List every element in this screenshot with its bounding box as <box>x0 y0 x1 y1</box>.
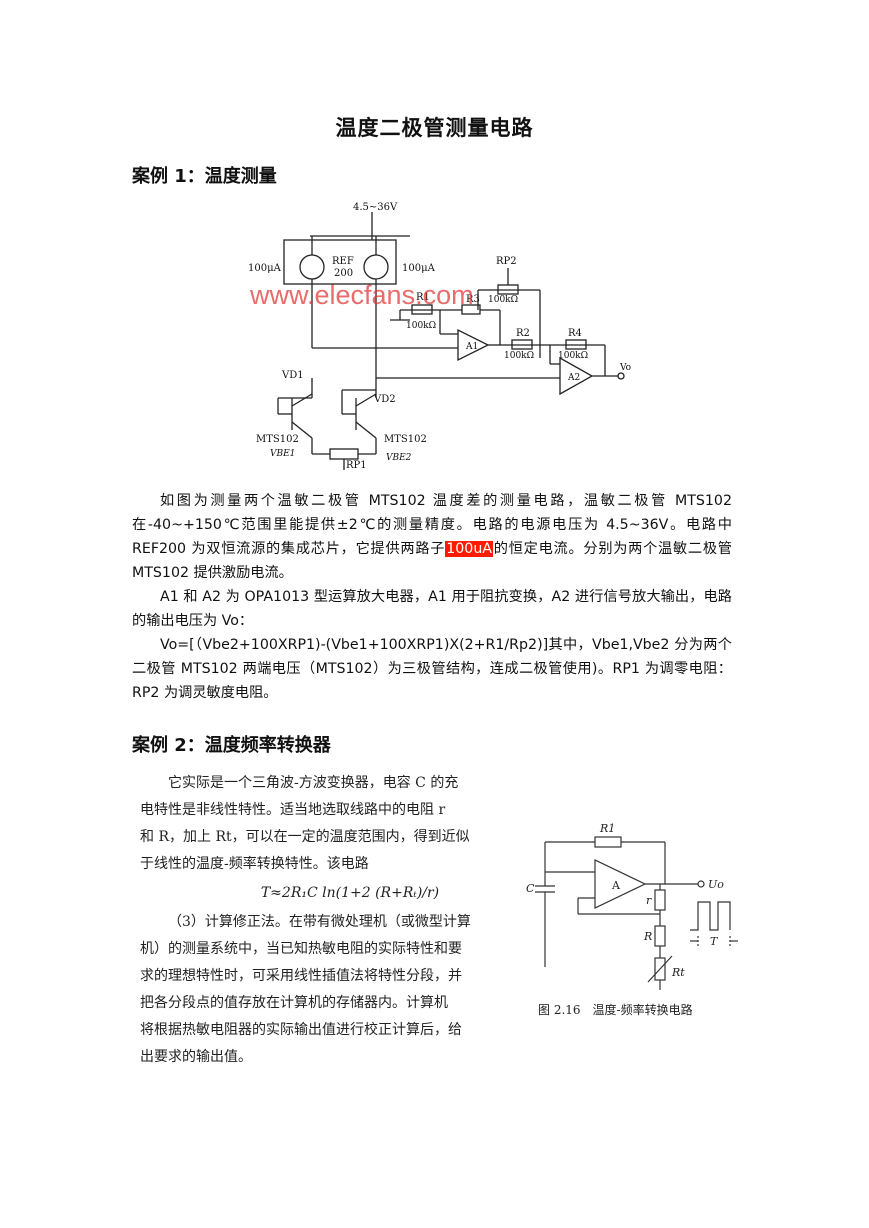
circuit-diagram-1: 4.5~36V 100μA 100μA REF 200 RP2 100kΩ R1… <box>248 202 631 471</box>
fig-rr-label: R <box>643 930 652 943</box>
r4-value: 100kΩ <box>558 351 588 361</box>
scan-line-7: 求的理想特性时，可采用线性插值法将特性分段，并 <box>140 968 462 984</box>
fig-r-label: r <box>646 894 652 907</box>
circuit-diagram-2: R1 C A Uo r R Rt T 图 2.16 温度-频率转换电路 <box>526 822 738 1017</box>
scan-line-2: 电特性是非线性特性。适当地选取线路中的电阻 r <box>140 802 446 818</box>
r2-value: 100kΩ <box>504 351 534 361</box>
page-title: 温度二极管测量电路 <box>335 116 534 140</box>
vd1-label: VD1 <box>281 370 304 381</box>
current-left-label: 100μA <box>248 263 282 274</box>
scan-line-6: 机）的测量系统中，当已知热敏电阻的实际特性和要 <box>140 941 462 957</box>
case1-text: 如图为测量两个温敏二极管 MTS102 温度差的测量电路，温敏二极管 MTS10… <box>132 489 732 705</box>
case2-scanned-text: 它实际是一个三角波-方波变换器，电容 C 的充 电特性是非线性特性。适当地选取线… <box>140 770 500 1071</box>
a1-label: A1 <box>465 342 478 352</box>
r1-label: R1 <box>416 292 430 303</box>
fig-caption: 图 2.16 温度-频率转换电路 <box>538 1002 693 1017</box>
fig-t-label: T <box>710 935 719 948</box>
scan-line-4: 于线性的温度-频率转换特性。该电路 <box>140 856 369 872</box>
watermark: www.elecfans.com <box>249 280 474 310</box>
supply-label: 4.5~36V <box>353 202 398 213</box>
mts-left-label: MTS102 <box>256 434 299 445</box>
vbe2-label: VBE2 <box>386 453 412 463</box>
scan-line-5: （3）计算修正法。在带有微处理机（或微型计算 <box>168 914 471 930</box>
r2-label: R2 <box>516 328 530 339</box>
a2-label: A2 <box>567 373 580 383</box>
case1-paragraph-2: A1 和 A2 为 OPA1013 型运算放大电器，A1 用于阻抗变换，A2 进… <box>132 589 732 629</box>
case1-paragraph-3: Vo=[（Vbe2+100XRP1)-(Vbe1+100XRP1)X(2+R1/… <box>132 637 732 701</box>
scan-line-1: 它实际是一个三角波-方波变换器，电容 C 的充 <box>168 775 459 791</box>
r1-value: 100kΩ <box>406 321 436 331</box>
r3-label: R3 <box>466 294 480 305</box>
scan-line-9: 将根据热敏电阻器的实际输出值进行校正计算后，给 <box>140 1022 462 1038</box>
rp1-label: RP1 <box>346 460 367 471</box>
current-right-label: 100μA <box>402 263 436 274</box>
ref-num-label: 200 <box>334 268 353 279</box>
vbe1-label: VBE1 <box>270 449 295 459</box>
r4-label: R4 <box>568 328 582 339</box>
fig-r1-label: R1 <box>599 822 615 835</box>
fig-rt-label: Rt <box>671 966 685 979</box>
fig-a-label: A <box>611 879 621 892</box>
ref-name-label: REF <box>332 256 354 267</box>
case2-heading: 案例 2：温度频率转换器 <box>132 735 331 756</box>
mts-right-label: MTS102 <box>384 434 427 445</box>
vd2-label: VD2 <box>373 394 396 405</box>
fig-c-label: C <box>526 882 535 895</box>
fig-uo-label: Uo <box>708 878 724 891</box>
scan-line-8: 把各分段点的值存放在计算机的存储器内。计算机 <box>140 995 448 1011</box>
scan-line-3: 和 R，加上 Rt，可以在一定的温度范围内，得到近似 <box>140 829 470 845</box>
scan-line-10: 出要求的输出值。 <box>140 1049 252 1065</box>
rp2-label: RP2 <box>496 256 517 267</box>
vo-label: Vo <box>619 363 631 373</box>
highlighted-current: 100uA <box>445 541 494 557</box>
case1-heading: 案例 1：温度测量 <box>132 166 277 187</box>
rp2-value: 100kΩ <box>488 295 518 305</box>
formula: T≈2R₁C ln(1+2 (R+Rₜ)/r) <box>260 885 440 901</box>
case1-paragraph-1: 如图为测量两个温敏二极管 MTS102 温度差的测量电路，温敏二极管 MTS10… <box>132 493 732 581</box>
